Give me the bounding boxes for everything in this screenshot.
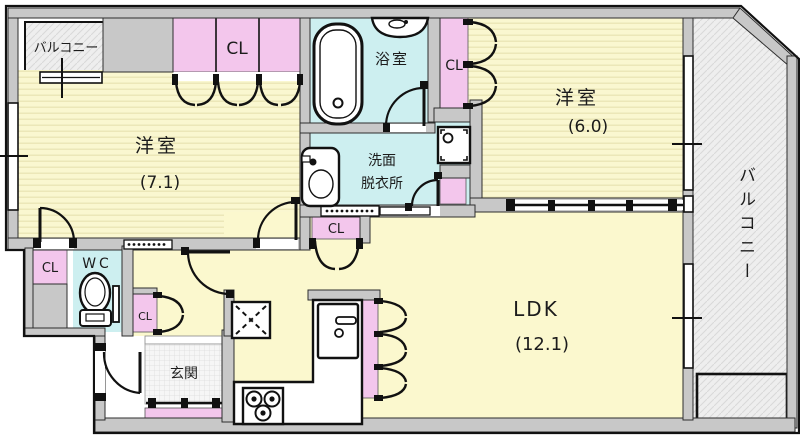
bifold-closet-top-right	[463, 19, 498, 109]
floor-access-hatch	[230, 300, 272, 340]
room-washroom-floor	[300, 120, 470, 205]
label-bedroom-left-size: (7.1)	[140, 173, 180, 193]
door-entrance	[95, 343, 142, 401]
room-bedroom-right-floor	[468, 18, 683, 202]
label-entrance: 玄関	[170, 365, 198, 382]
closet-washroom	[439, 177, 467, 205]
label-washroom-line2: 脱衣所	[361, 176, 403, 192]
washing-machine-pan	[436, 125, 472, 165]
refrigerator	[316, 302, 360, 360]
door-hall-ldk	[181, 247, 234, 298]
label-closet-west: CL	[42, 261, 59, 276]
label-ldk-name: LDK	[513, 297, 559, 321]
walls	[7, 7, 798, 433]
sliding-door-washroom	[320, 205, 431, 217]
label-closet-top-right: CL	[445, 58, 463, 74]
bifold-closet-hall	[153, 292, 185, 335]
sliding-door-entrance-storage	[146, 398, 222, 408]
closet-hall	[132, 293, 158, 333]
bifold-closet-ldk	[309, 238, 363, 271]
label-bedroom-right-size: (6.0)	[568, 117, 608, 137]
label-washroom-line1: 洗面	[368, 153, 396, 169]
label-bedroom-left-name: 洋室	[135, 135, 179, 157]
label-closet-top: CL	[226, 39, 248, 59]
bifold-closet-pantry	[374, 298, 408, 401]
balcony-partition	[695, 372, 789, 422]
shower-counter	[370, 16, 430, 39]
exterior-outline	[4, 4, 800, 435]
window-ldk	[683, 263, 694, 369]
label-wc: WC	[82, 256, 112, 272]
bifold-doors	[153, 19, 498, 401]
doors	[33, 81, 442, 401]
door-bathroom	[383, 81, 428, 132]
window-ldk-door	[683, 195, 694, 213]
toilet	[78, 271, 120, 327]
label-balcony-top: バルコニー	[34, 41, 99, 56]
door-washroom	[405, 172, 442, 211]
bathtub	[312, 22, 364, 126]
fixtures	[78, 16, 472, 426]
gas-stove	[241, 386, 285, 426]
label-bedroom-right-name: 洋室	[555, 87, 599, 109]
closets	[32, 17, 469, 423]
window-bedroom-right	[683, 55, 694, 191]
label-closet-ldk: CL	[328, 222, 345, 237]
closet-front-strip	[173, 72, 302, 81]
door-bedroom-left	[253, 197, 300, 248]
washbasin	[300, 146, 341, 208]
room-entrance-step	[144, 335, 223, 345]
label-balcony-right: バルコニー	[735, 166, 755, 286]
sliding-door-wc	[123, 239, 173, 250]
bifold-closet-top	[172, 74, 303, 107]
label-ldk-size: (12.1)	[515, 334, 569, 355]
label-bathroom: 浴室	[375, 50, 409, 68]
closet-top	[172, 17, 303, 73]
windows	[0, 55, 702, 369]
door-closet-west	[33, 206, 77, 248]
sliding-door-bedroom-right	[506, 199, 683, 211]
closet-pantry	[361, 299, 379, 399]
label-closet-hall: CL	[138, 310, 153, 323]
labels: バルコニー CL 浴室 CL 洋室 (6.0) 洋室 (7.1) 洗面 脱衣所 …	[34, 39, 609, 382]
